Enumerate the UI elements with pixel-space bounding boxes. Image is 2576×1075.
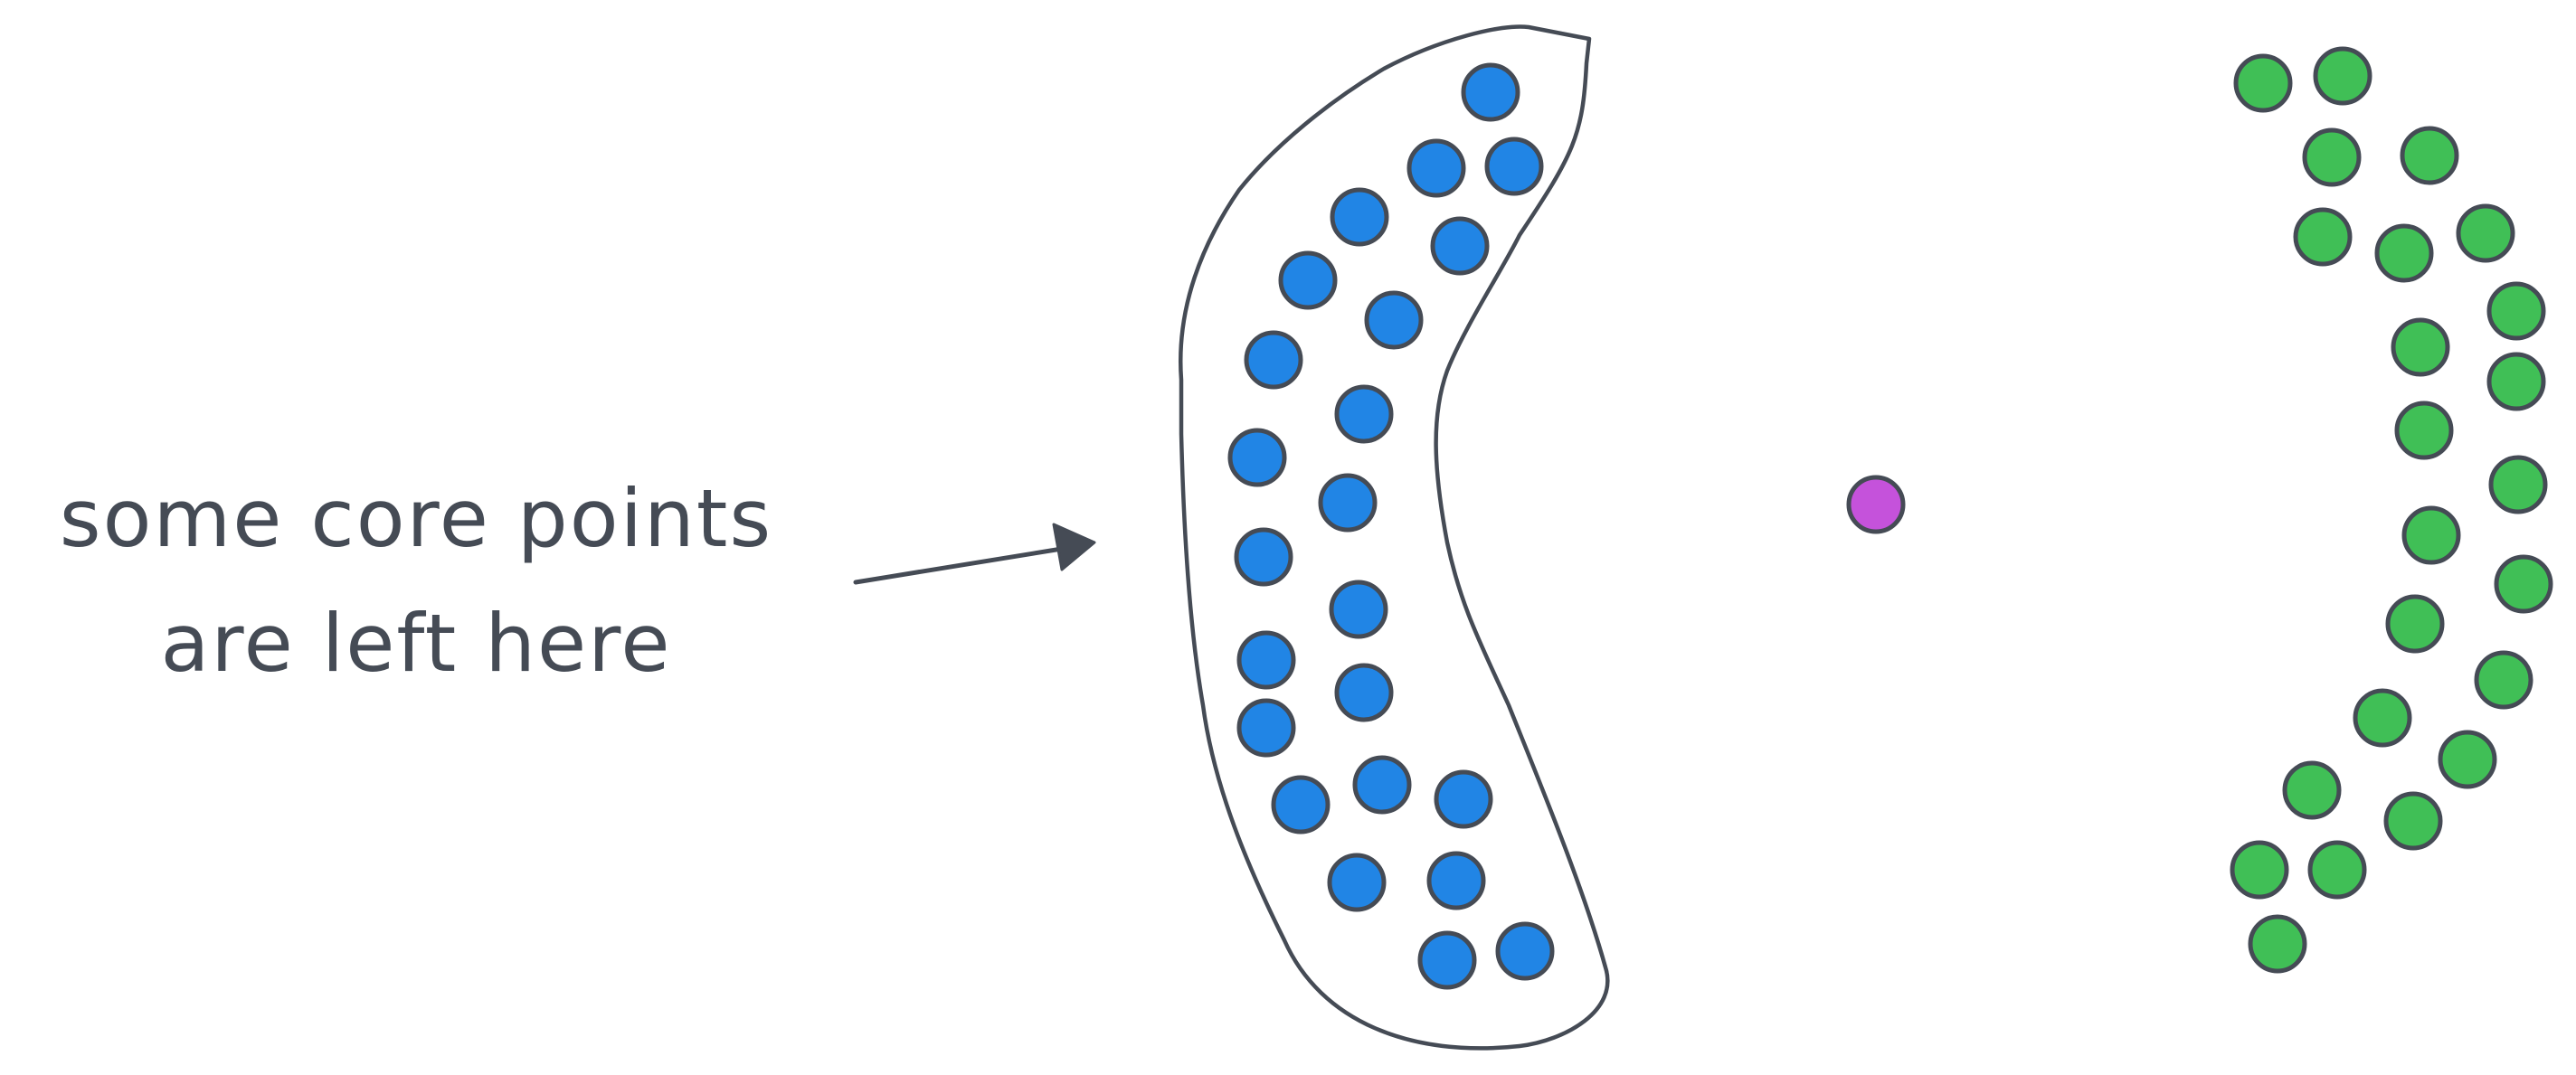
noise-point: [1846, 475, 1906, 534]
blue-cluster-point: [1430, 216, 1490, 276]
green-cluster-point: [2486, 352, 2546, 411]
blue-cluster-point: [1426, 851, 1486, 910]
green-cluster-point: [2233, 53, 2293, 113]
green-cluster-point: [2307, 840, 2367, 900]
blue-cluster-point: [1352, 755, 1412, 815]
green-cluster-point: [2494, 554, 2553, 614]
green-cluster-point: [2282, 760, 2342, 820]
annotation-line-2: are left here: [160, 597, 672, 690]
blue-cluster-point: [1234, 527, 1293, 587]
green-cluster-point: [2400, 126, 2459, 185]
green-cluster-point: [2313, 46, 2372, 106]
green-cluster-point: [2488, 455, 2548, 514]
blue-cluster: [1227, 62, 1555, 990]
blue-cluster-point: [1227, 428, 1287, 487]
annotation-label: some core points are left here: [9, 457, 823, 706]
green-cluster-point: [2394, 401, 2454, 460]
blue-cluster-point: [1329, 580, 1388, 639]
blue-cluster-point: [1461, 62, 1520, 122]
blue-cluster-point: [1278, 250, 1338, 310]
blue-cluster-point: [1484, 137, 1544, 196]
green-cluster-point: [2391, 317, 2450, 377]
blue-cluster-point: [1364, 290, 1424, 350]
noise-point-group: [1846, 475, 1906, 534]
green-cluster-point: [2293, 207, 2353, 267]
green-cluster-point: [2474, 650, 2533, 710]
green-cluster-point: [2248, 914, 2307, 974]
blue-cluster-point: [1330, 187, 1389, 247]
green-cluster-point: [2383, 791, 2443, 851]
green-cluster-point: [2374, 223, 2434, 283]
blue-cluster-point: [1417, 930, 1477, 990]
blue-cluster-point: [1236, 630, 1296, 690]
green-cluster-point: [2302, 127, 2362, 187]
green-cluster-point: [2438, 730, 2497, 789]
blue-cluster-point: [1236, 698, 1296, 758]
blue-cluster-point: [1334, 384, 1394, 444]
green-cluster-point: [2385, 594, 2445, 654]
blue-cluster-point: [1334, 663, 1394, 722]
blue-cluster-point: [1318, 473, 1378, 533]
green-cluster: [2230, 46, 2553, 974]
blue-cluster-point: [1406, 138, 1466, 198]
green-cluster-point: [2486, 281, 2546, 341]
green-cluster-point: [2456, 203, 2515, 263]
blue-cluster-point: [1434, 769, 1493, 829]
cluster-outline: [1179, 24, 1610, 1051]
blue-cluster-point: [1244, 330, 1303, 390]
arrow-right-icon: [853, 523, 1096, 585]
blue-cluster-point: [1495, 921, 1555, 981]
blue-cluster-point: [1271, 775, 1331, 835]
green-cluster-point: [2401, 505, 2461, 565]
green-cluster-point: [2230, 840, 2289, 900]
annotation-line-1: some core points: [59, 472, 773, 565]
green-cluster-point: [2353, 688, 2412, 748]
blue-cluster-point: [1327, 853, 1387, 912]
